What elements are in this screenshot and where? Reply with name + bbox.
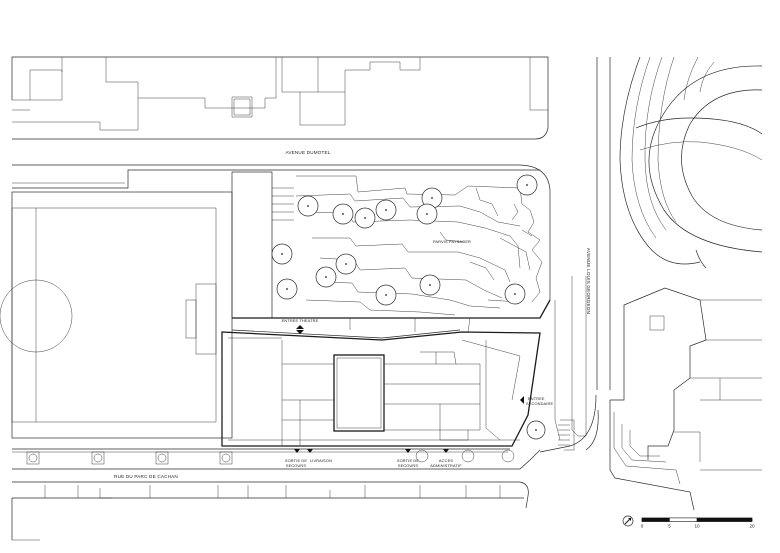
entree-secondaire-label-2: SECONDAIRE <box>526 401 553 406</box>
scale-bar-segment <box>669 517 698 522</box>
entree-secondaire: ENTREE SECONDAIRE <box>520 396 553 406</box>
north-blocks <box>11 56 549 140</box>
annotations: ENTREE THEATRE ENTREE SECONDAIRE SORTIE … <box>282 318 554 468</box>
tree-symbol-icon <box>419 274 441 296</box>
tree-symbol-icon <box>276 278 298 300</box>
tree-symbol-icon <box>375 284 397 306</box>
theatre-building <box>221 317 541 447</box>
sortie-secours-a-label-1: SORTIE DE <box>285 458 308 463</box>
avenue-louis-georgeon: AVENUE LOUIS GEORGEON <box>539 57 611 453</box>
avenue-louis-georgeon-label: AVENUE LOUIS GEORGEON <box>586 248 591 314</box>
sortie-secours-b-label-1: SORTIE DE <box>397 458 420 463</box>
entree-theatre-label: ENTREE THEATRE <box>282 318 319 323</box>
acces-administratif: ACCES ADMINISTRATIF <box>430 449 462 468</box>
entree-theatre: ENTREE THEATRE <box>282 318 319 334</box>
stadium <box>0 191 233 439</box>
avenue-dumotel: AVENUE DUMOTEL <box>12 150 551 300</box>
sortie-secours-a-label-2: SECOURS <box>286 463 307 468</box>
tree-symbol-icon <box>271 243 293 265</box>
acces-administratif-label-2: ADMINISTRATIF <box>430 463 462 468</box>
scale-bar-segment <box>641 517 670 522</box>
scale-bar-tick-label: 10 <box>694 524 700 529</box>
tree-symbol-icon <box>354 207 376 229</box>
entry-arrow-icon <box>405 449 411 453</box>
entry-arrow-icon <box>294 449 300 453</box>
north-arrow-icon <box>622 515 634 527</box>
sortie-secours-b: SORTIE DE SECOURS <box>397 449 420 468</box>
tree-symbol-icon <box>504 283 526 305</box>
scale-bar-tick-label: 0 <box>641 524 644 529</box>
scale-bar-ticks: 0 5 10 20 <box>641 524 755 529</box>
livraison: LIVRAISON <box>307 449 332 463</box>
tree-symbol-icon <box>332 203 354 225</box>
tree-symbol-icon <box>297 195 319 217</box>
roundabout <box>619 56 763 269</box>
scale-bar-segment <box>696 517 753 522</box>
scale-bar: 0 5 10 20 <box>641 517 755 529</box>
trees <box>271 174 546 440</box>
entry-arrow-icon <box>443 449 449 453</box>
tree-symbol-icon <box>315 266 337 288</box>
tree-symbol-icon <box>516 174 538 196</box>
avenue-dumotel-label: AVENUE DUMOTEL <box>285 150 330 155</box>
entry-arrow-icon <box>307 449 313 453</box>
scale-bar-segments <box>641 517 753 522</box>
sortie-secours-a: SORTIE DE SECOURS <box>285 449 308 468</box>
east-blocks <box>609 287 762 511</box>
livraison-label: LIVRAISON <box>310 458 332 463</box>
entry-arrow-icon <box>520 396 524 404</box>
tree-symbol-icon <box>335 253 357 275</box>
acces-administratif-label-1: ACCES <box>439 458 453 463</box>
parvis-paysager: PARVIS PAYSAGER <box>232 175 551 319</box>
south-blocks <box>11 485 524 541</box>
parvis-label: PARVIS PAYSAGER <box>433 239 471 244</box>
entree-secondaire-label-1: ENTREE <box>528 396 545 401</box>
scale-bar-tick-label: 5 <box>668 524 671 529</box>
rue-du-parc-de-cachan: RUE DU PARC DE CACHAN <box>12 448 541 509</box>
rue-du-parc-label: RUE DU PARC DE CACHAN <box>114 474 178 479</box>
entry-arrow-icon <box>296 325 304 334</box>
tree-symbol-icon <box>375 199 397 221</box>
sortie-secours-b-label-2: SECOURS <box>398 463 419 468</box>
scale-bar-tick-label: 20 <box>749 524 755 529</box>
tree-symbol-icon <box>526 420 546 440</box>
tree-symbol-icon <box>416 203 438 225</box>
